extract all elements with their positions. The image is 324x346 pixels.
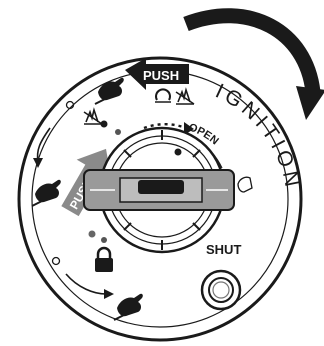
push-label-top: PUSH	[143, 68, 179, 83]
position-dot	[115, 129, 121, 135]
position-dot	[101, 237, 107, 243]
shut-button[interactable]	[202, 271, 240, 309]
position-dot	[89, 231, 96, 238]
shut-label: SHUT	[206, 242, 241, 257]
knob-pointer-dot	[175, 149, 182, 156]
position-dot	[101, 121, 108, 128]
